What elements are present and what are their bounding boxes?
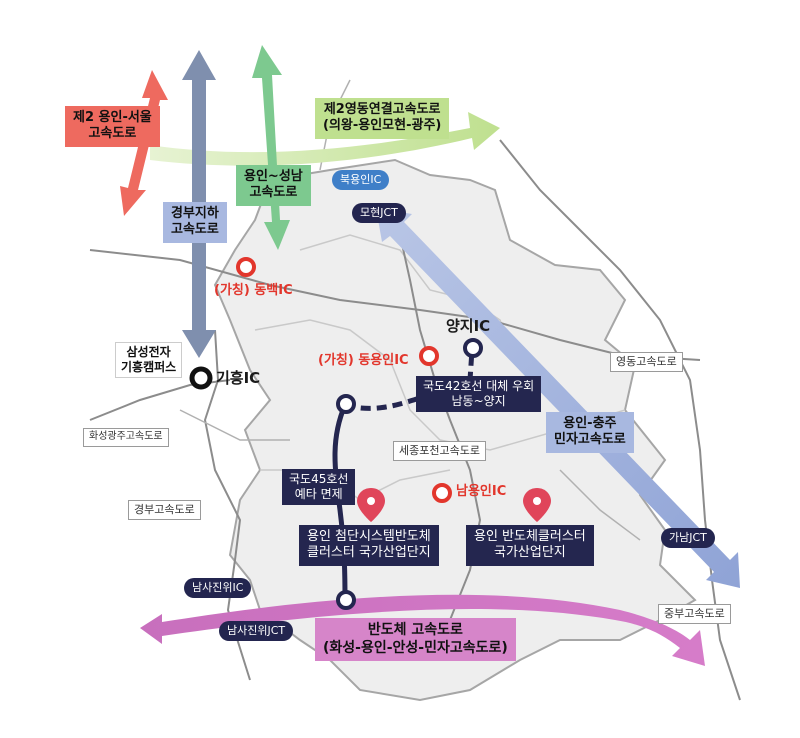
dong-yongin-ic-label: (가칭) 동용인IC — [318, 353, 409, 368]
yongin-seongnam-label: 용인~성남 고속도로 — [236, 165, 311, 206]
cluster-national-label: 용인 첨단시스템반도체 클러스터 국가산업단지 — [299, 525, 439, 566]
cluster-general-label: 용인 반도체클러스터 국가산업단지 — [466, 525, 594, 566]
yeongdong-link-arrow — [150, 112, 500, 166]
jungbu-road-label: 중부고속도로 — [658, 604, 731, 624]
district-border-1 — [299, 234, 521, 371]
gyeongbu-road-label: 경부고속도로 — [128, 500, 201, 520]
giheung-ic-label: 기흥IC — [216, 369, 261, 387]
cluster-general-pin-icon — [523, 488, 551, 522]
buk-yongin-ic-label: 북용인IC — [332, 170, 390, 190]
gyeongbu-underground-label: 경부지하 고속도로 — [163, 202, 227, 243]
samsung-campus-label: 삼성전자 기흥캠퍼스 — [115, 342, 183, 378]
district-border-2 — [254, 319, 626, 451]
giheung-node — [189, 366, 213, 390]
hwaseong-gwangju-road-label: 화성광주고속도로 — [83, 428, 169, 447]
route45-label: 국도45호선 예타 면제 — [282, 469, 356, 505]
route45-line — [332, 404, 348, 601]
yeongdong-road-line — [89, 249, 701, 361]
route45-south-node — [336, 590, 356, 610]
semiconductor-highway-label: 반도체 고속도로 (화성-용인-안성-민자고속도로) — [315, 618, 516, 661]
yangji-node — [463, 338, 483, 358]
yangji-ic-label: 양지IC — [446, 317, 491, 335]
gahnam-jct-label: 가남JCT — [661, 528, 715, 548]
route45-north-node — [336, 394, 356, 414]
gyeongbu-road-line — [203, 329, 251, 681]
yongin-chungju-label: 용인-충주 민자고속도로 — [546, 412, 634, 453]
dong-yongin-marker — [419, 346, 439, 366]
yongin-seongnam-arrow — [252, 45, 290, 250]
semiconductor-arrow — [140, 594, 705, 666]
minor-road-1 — [179, 409, 290, 441]
minor-road-3 — [559, 469, 641, 541]
dongbaek-marker — [236, 257, 256, 277]
dongbaek-ic-label: (가칭) 동백IC — [214, 283, 293, 298]
mohyeon-jct-label: 모현JCT — [352, 203, 406, 223]
yeongdong-road-label: 영동고속도로 — [610, 352, 683, 372]
nam-yongin-ic-label: 남용인IC — [456, 484, 507, 499]
nam-yongin-marker — [432, 483, 452, 503]
second-yongin-seoul-label: 제2 용인-서울 고속도로 — [65, 106, 160, 147]
route42-label: 국도42호선 대체 우회 남동~양지 — [416, 376, 542, 412]
sejong-pocheon-road-label: 세종포천고속도로 — [393, 441, 486, 461]
yongin-chungju-arrow — [376, 208, 740, 588]
namsajinwi-jct-label: 남사진위JCT — [219, 621, 294, 641]
cluster-national-pin-icon — [357, 488, 385, 522]
jungbu-road-line — [499, 139, 741, 701]
namsajinwi-ic-label: 남사진위IC — [184, 578, 252, 598]
yeongdong-link-label: 제2영동연결고속도로 (의왕-용인모현-광주) — [315, 98, 450, 139]
